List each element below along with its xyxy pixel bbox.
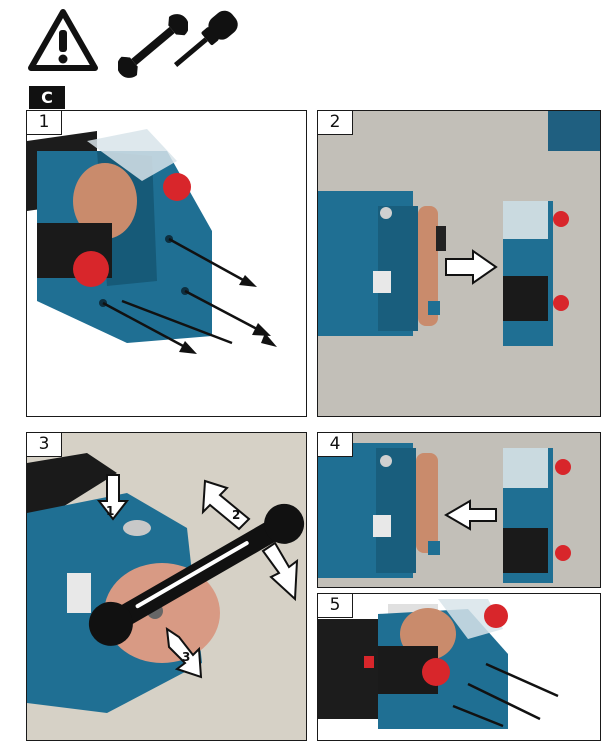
reassembled-grinder-illustration — [318, 599, 559, 729]
wrench-icon — [118, 14, 188, 78]
grinder-side-illustration — [318, 111, 600, 416]
step-panel-3: 3 1 2 3 — [26, 432, 307, 741]
step-number-4: 4 — [318, 433, 353, 457]
step-number-2: 2 — [318, 111, 353, 135]
step-panel-5: 5 — [317, 593, 601, 741]
grinder-illustration — [27, 129, 277, 354]
step-number-1: 1 — [27, 111, 62, 135]
arrow-label-2: 2 — [232, 508, 240, 522]
step-panel-1: 1 — [26, 110, 307, 417]
arrow-label-1: 1 — [106, 504, 114, 518]
arrow-label-3: 3 — [182, 650, 190, 664]
screwdriver-icon — [173, 10, 238, 67]
step-number-5: 5 — [318, 594, 353, 618]
wheel-removal-illustration: 1 2 3 — [27, 433, 306, 740]
warning-icon — [28, 9, 98, 71]
section-tag: C — [29, 86, 65, 109]
reattach-guard-illustration — [318, 433, 600, 587]
step-number-3: 3 — [27, 433, 62, 457]
step-panel-2: 2 — [317, 110, 601, 417]
step-panel-4: 4 — [317, 432, 601, 588]
